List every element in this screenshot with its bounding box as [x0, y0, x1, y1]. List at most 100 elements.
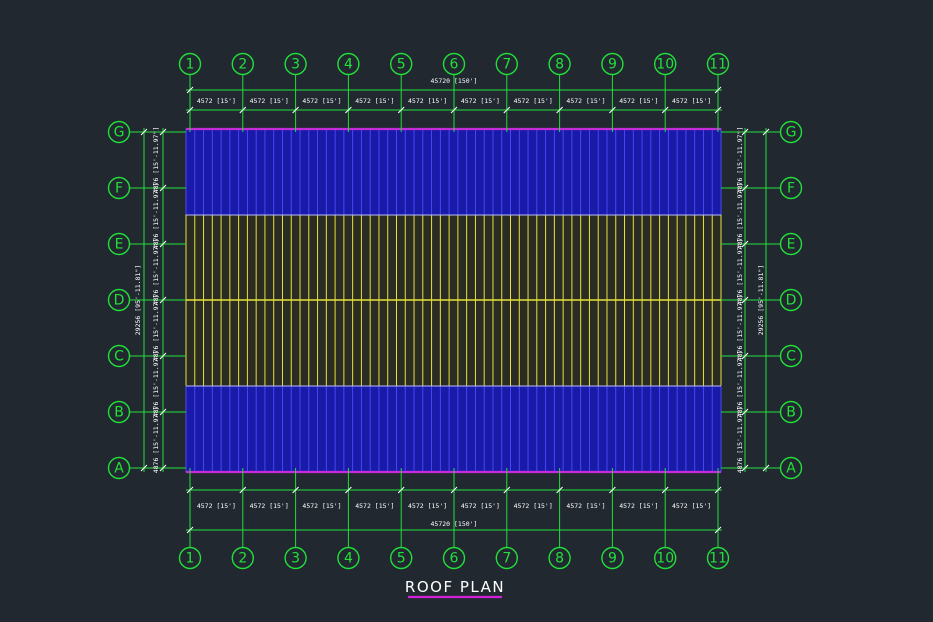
overall-dimension-label: 45720 [150'] [431, 520, 478, 528]
roof-panels [185, 127, 722, 474]
grid-bubble-icon [107, 400, 131, 424]
overall-vertical-label: 29256 [95'-11.81"] [134, 265, 142, 335]
dim-tick [159, 128, 167, 136]
bay-dimension-label: 4572 [15'] [619, 97, 658, 105]
grid-bubble-label-11: 11 [709, 551, 727, 567]
bay-dimension-label: 4572 [15'] [355, 502, 394, 510]
roof-zone-blue [185, 128, 722, 216]
bay-dimension-label: 4572 [15'] [514, 97, 553, 105]
row-spacing-label: 4876 [15'-11.97"] [152, 295, 160, 362]
dim-tick [159, 240, 167, 248]
grid-bubble-label-E: E [115, 237, 124, 253]
dim-tick [450, 486, 458, 494]
row-spacing-label: 4876 [15'-11.97"] [736, 127, 744, 194]
grid-bubble-label-C: C [114, 349, 124, 365]
grid-bubble-icon [442, 52, 466, 76]
bay-dimension-label: 4572 [15'] [461, 97, 500, 105]
dim-tick [609, 106, 616, 114]
grid-bubble-label-3: 3 [291, 57, 300, 73]
dim-tick [292, 486, 299, 494]
grid-bubble-label-C: C [786, 349, 796, 365]
row-spacing-label: 4876 [15'-11.97"] [736, 239, 744, 306]
grid-bubble-label-11: 11 [709, 57, 727, 73]
grid-bubble-label-5: 5 [397, 551, 406, 567]
dim-tick [159, 184, 167, 192]
dim-tick [345, 106, 352, 114]
grid-bubble-label-8: 8 [555, 57, 564, 73]
grid-bubble-label-B: B [786, 405, 796, 421]
dim-tick [741, 184, 749, 192]
grid-bubble-icon [107, 176, 131, 200]
dim-tick [450, 106, 458, 114]
overall-dimension-label: 45720 [150'] [431, 77, 478, 85]
grid-lines [130, 75, 780, 547]
grid-bubble-icon [178, 52, 202, 76]
row-spacing-label: 4876 [15'-11.97"] [152, 351, 160, 418]
dim-tick [397, 486, 405, 494]
row-spacing-label: 4876 [15'-11.97"] [152, 127, 160, 194]
bay-dimension-label: 4572 [15'] [566, 97, 605, 105]
row-spacing-label: 4876 [15'-11.97"] [736, 183, 744, 250]
grid-bubble-icon [779, 344, 803, 368]
dim-tick [140, 128, 148, 136]
bay-dimension-label: 4572 [15'] [672, 502, 711, 510]
grid-bubble-label-2: 2 [238, 551, 247, 567]
bay-dimension-label: 4572 [15'] [514, 502, 553, 510]
dim-tick [661, 106, 669, 114]
grid-bubble-icon [779, 120, 803, 144]
dimension-lines: 4572 [15'] 4572 [15'] 4572 [15'] 4572 [15']… [134, 77, 770, 534]
grid-bubble-label-F: F [115, 181, 123, 197]
roof-zone-yellow [185, 214, 722, 301]
bay-dimension-label: 4572 [15'] [302, 97, 341, 105]
dim-tick [741, 464, 749, 472]
grid-bubble-label-6: 6 [450, 57, 459, 73]
grid-bubble-icon [495, 52, 518, 76]
grid-bubble-icon [779, 288, 803, 312]
grid-bubble-label-G: G [786, 125, 797, 141]
grid-bubble-label-2: 2 [238, 57, 247, 73]
bay-dimension-label: 4572 [15'] [461, 502, 500, 510]
dim-tick [661, 486, 669, 494]
dim-tick [741, 240, 749, 248]
drawing-title-block: ROOF PLAN [405, 578, 504, 599]
dim-tick [714, 486, 722, 494]
bay-dimension-label: 4572 [15'] [619, 502, 658, 510]
grid-bubble-icon [706, 52, 730, 76]
dim-tick [239, 486, 247, 494]
grid-bubble-label-4: 4 [344, 551, 353, 567]
grid-bubble-icon [495, 546, 518, 570]
dim-tick [159, 408, 167, 416]
dim-tick [714, 86, 722, 94]
grid-bubble-label-9: 9 [608, 57, 617, 73]
roof-zone-blue [185, 385, 722, 473]
grid-bubble-icon [601, 546, 624, 570]
grid-bubble-label-E: E [787, 237, 796, 253]
grid-bubble-icon [654, 52, 677, 76]
row-spacing-label: 4876 [15'-11.97"] [152, 239, 160, 306]
grid-bubble-icon [390, 546, 413, 570]
dim-tick [239, 106, 247, 114]
bay-dimension-label: 4572 [15'] [197, 97, 236, 105]
row-spacing-label: 4876 [15'-11.97"] [736, 295, 744, 362]
bay-dimension-label: 4572 [15'] [408, 502, 447, 510]
bay-dimension-label: 4572 [15'] [302, 502, 341, 510]
grid-bubble-icon [284, 52, 307, 76]
bay-dimension-label: 4572 [15'] [566, 502, 605, 510]
grid-bubble-icon [601, 52, 624, 76]
grid-bubble-label-6: 6 [450, 551, 459, 567]
grid-bubble-label-D: D [114, 293, 125, 309]
dim-tick [159, 296, 167, 304]
dim-tick [186, 526, 194, 534]
grid-bubble-icon [706, 546, 730, 570]
grid-bubble-label-4: 4 [344, 57, 353, 73]
dim-tick [609, 486, 616, 494]
grid-bubble-icon [284, 546, 307, 570]
grid-bubble-label-B: B [114, 405, 124, 421]
grid-bubble-icon [779, 176, 803, 200]
grid-bubble-icon [548, 52, 571, 76]
grid-bubble-icon [654, 546, 677, 570]
row-spacing-label: 4876 [15'-11.97"] [736, 407, 744, 474]
dim-tick [762, 464, 770, 472]
dim-tick [556, 486, 563, 494]
